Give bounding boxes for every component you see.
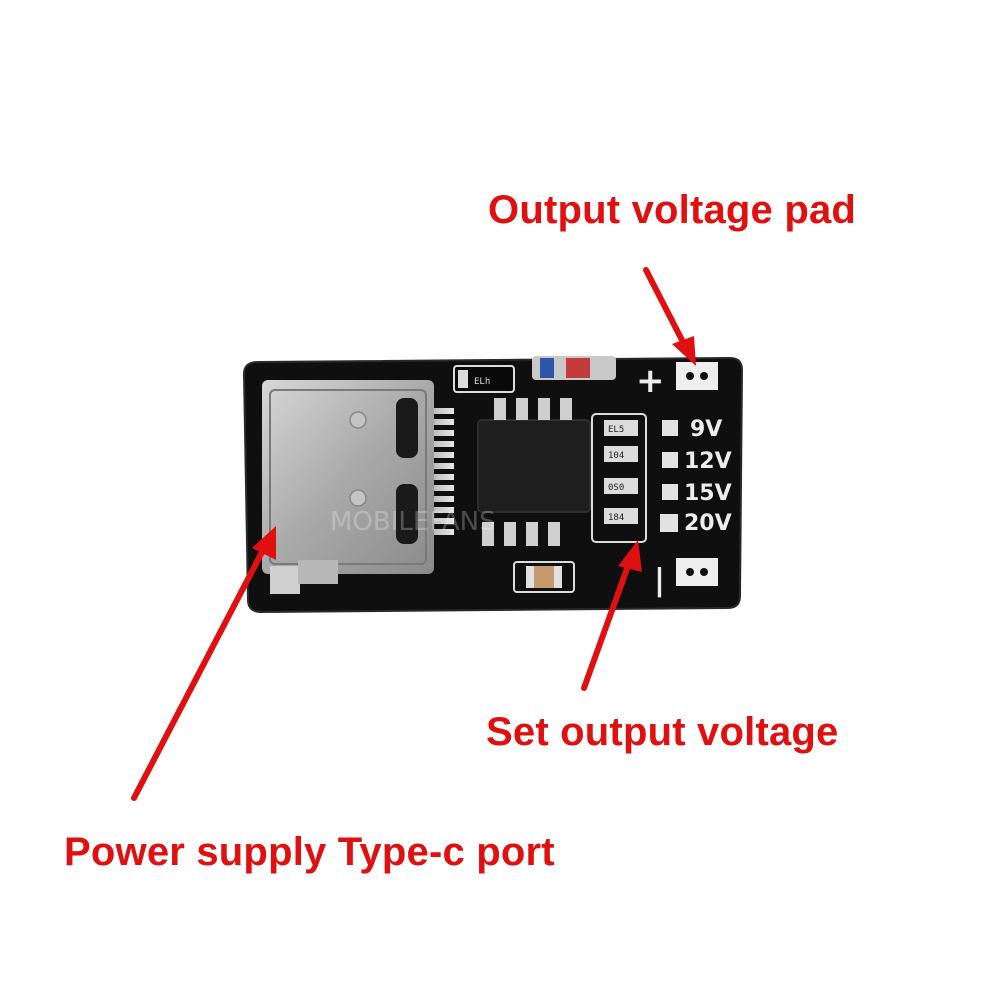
arrow-power-port xyxy=(131,526,276,801)
voltage-label-9v: 9V xyxy=(690,417,722,442)
connector-pin xyxy=(434,496,454,502)
output-pad-negative: | xyxy=(654,558,718,598)
diode xyxy=(532,356,616,380)
connector-pin xyxy=(434,474,454,480)
chip-marking-el5: EL5 xyxy=(608,425,624,435)
capacitor xyxy=(513,561,575,593)
connector-pin xyxy=(434,485,454,491)
connector-pin xyxy=(434,529,454,535)
smd-component-elh: ELh xyxy=(453,365,515,393)
connector-pin xyxy=(434,452,454,458)
connector-pin xyxy=(434,441,454,447)
connector-pin xyxy=(434,408,454,414)
chip-marking-0s0: 0S0 xyxy=(608,483,624,493)
minus-sign: | xyxy=(654,563,665,598)
voltage-label-15v: 15V xyxy=(684,481,732,506)
callout-power-supply-port: Power supply Type-c port xyxy=(64,830,555,874)
callout-set-output-voltage: Set output voltage xyxy=(486,710,839,754)
connector-pin xyxy=(434,518,454,524)
connector-pin xyxy=(434,419,454,425)
plus-sign: + xyxy=(636,361,665,401)
connector-pins xyxy=(434,408,454,535)
connector-pin xyxy=(434,430,454,436)
chip-marking-elh: ELh xyxy=(474,377,490,387)
arrow-set-voltage xyxy=(581,540,642,691)
callout-output-voltage-pad: Output voltage pad xyxy=(488,188,857,232)
output-pad-positive: + xyxy=(636,361,718,401)
connector-pin xyxy=(434,507,454,513)
arrow-output-pad xyxy=(643,267,696,366)
voltage-labels: 9V 12V 15V 20V xyxy=(684,417,732,536)
voltage-label-20v: 20V xyxy=(684,511,732,536)
voltage-select-pads xyxy=(660,420,678,532)
chip-marking-184: 184 xyxy=(608,513,624,523)
chip-marking-104: 104 xyxy=(608,451,624,461)
ic-chip xyxy=(477,398,591,546)
voltage-label-12v: 12V xyxy=(684,449,732,474)
watermark: MOBILEFANS xyxy=(330,507,496,537)
resistor-array: EL5 104 0S0 184 xyxy=(591,413,647,543)
connector-pin xyxy=(434,463,454,469)
type-c-connector xyxy=(262,380,434,594)
